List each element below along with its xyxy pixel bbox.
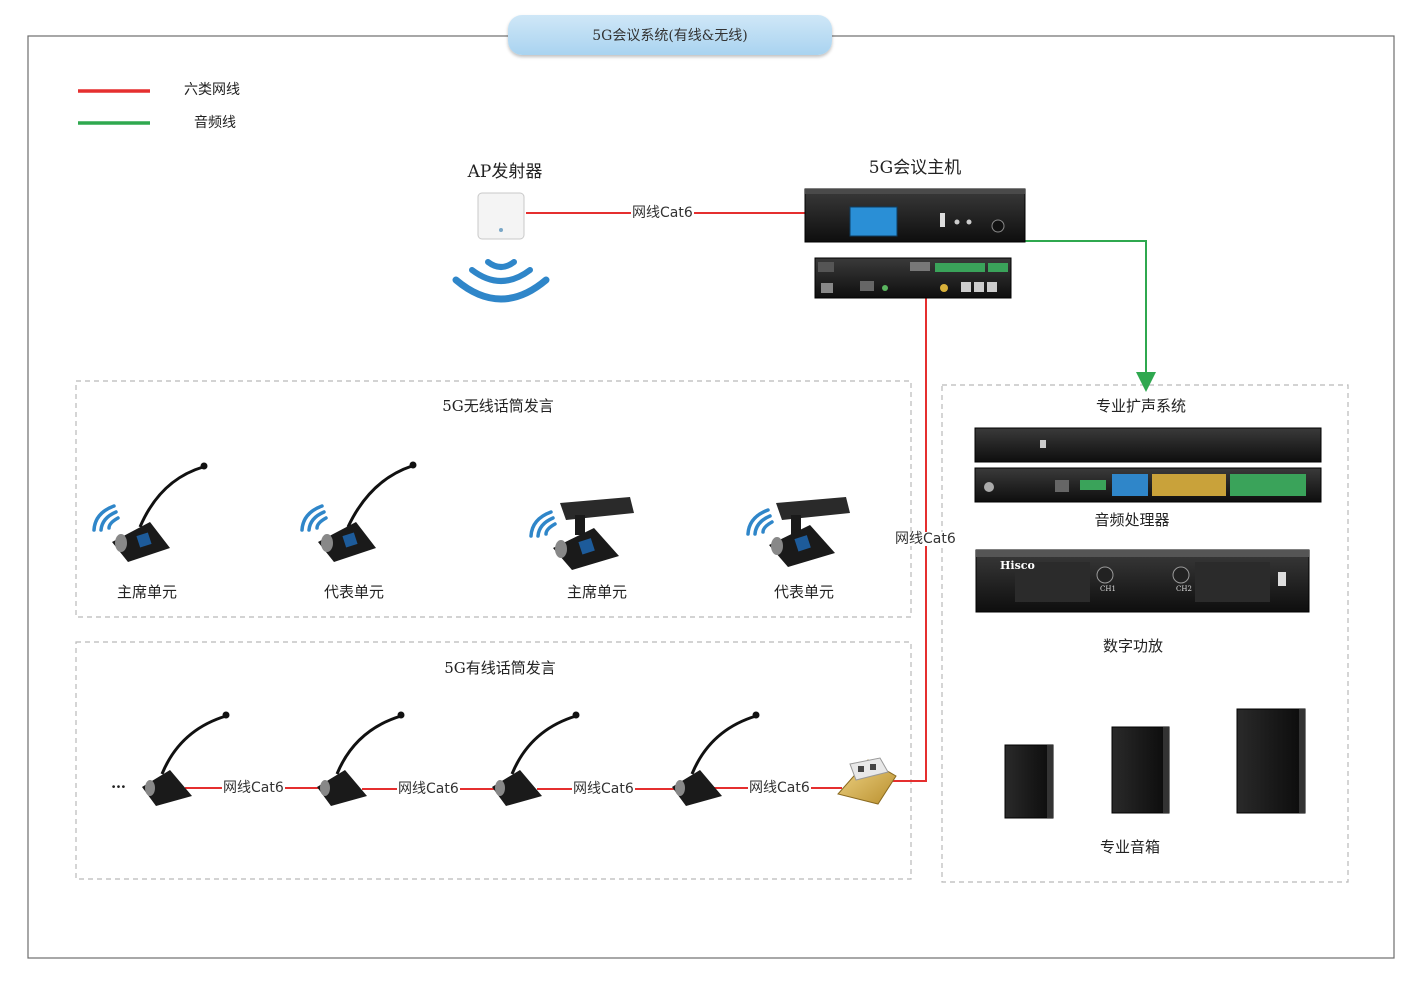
ap-label: AP发射器 [467,162,543,182]
amp-ch1-label: CH1 [1100,585,1116,593]
digital-amplifier [975,549,1310,613]
floor-socket-box [837,757,897,805]
cable-label-ap-host: 网线Cat6 [631,205,694,221]
audio-processor [974,427,1322,503]
ap-transmitter [477,192,525,240]
amp-brand: Hisco [1000,559,1035,572]
cable-label-mic-3-4: 网线Cat6 [572,781,635,797]
cable-label-mic-4-floorbox: 网线Cat6 [748,780,811,796]
speaker-large [1236,708,1306,814]
wifi-icon [300,504,328,532]
wired-mic-1 [142,711,230,806]
wired-mic-4 [672,711,760,806]
pa-system-title: 专业扩声系统 [1095,397,1187,415]
cable-label-host-floorbox: 网线Cat6 [894,531,957,547]
wireless-mic-chair-1 [112,462,208,562]
amp-ch2-label: CH2 [1176,585,1192,593]
wifi-icon [92,504,120,532]
wired-mic-2 [317,711,405,806]
processor-label: 音频处理器 [1094,511,1170,529]
conference-host-rear [814,257,1012,299]
speaker-medium [1111,726,1170,814]
wireless-group-box [75,380,912,618]
wireless-mic-delegate-1 [318,461,417,562]
legend-audio-label: 音频线 [194,115,236,131]
wired-group-title: 5G有线话筒发言 [444,659,556,677]
wireless-unit-label: 主席单元 [566,583,628,601]
conference-host-front [804,188,1026,243]
host-label: 5G会议主机 [868,158,962,178]
wireless-group-title: 5G无线话筒发言 [442,397,554,415]
wireless-mic-chair-2 [553,497,634,570]
more-units-ellipsis: … [111,774,126,792]
wired-group-box [75,641,912,880]
wired-mic-3 [492,711,580,806]
wifi-icon [529,510,557,538]
ap-wifi-signal-icon [452,259,550,303]
diagram-title: 5G会议系统(有线&无线) [508,15,832,55]
cable-label-mic-1-2: 网线Cat6 [222,780,285,796]
wifi-icon [746,508,774,536]
wireless-mic-delegate-2 [769,497,850,567]
speakers-label: 专业音箱 [1099,838,1161,856]
legend-network-label: 六类网线 [184,82,240,98]
wire-audio-host-pa [1024,240,1156,392]
wireless-unit-label: 主席单元 [116,583,178,601]
wireless-unit-label: 代表单元 [773,583,835,601]
wire-host-floorbox [893,298,927,782]
amplifier-label: 数字功放 [1102,637,1164,655]
cable-label-mic-2-3: 网线Cat6 [397,781,460,797]
speaker-small [1004,744,1054,819]
wireless-unit-label: 代表单元 [323,583,385,601]
